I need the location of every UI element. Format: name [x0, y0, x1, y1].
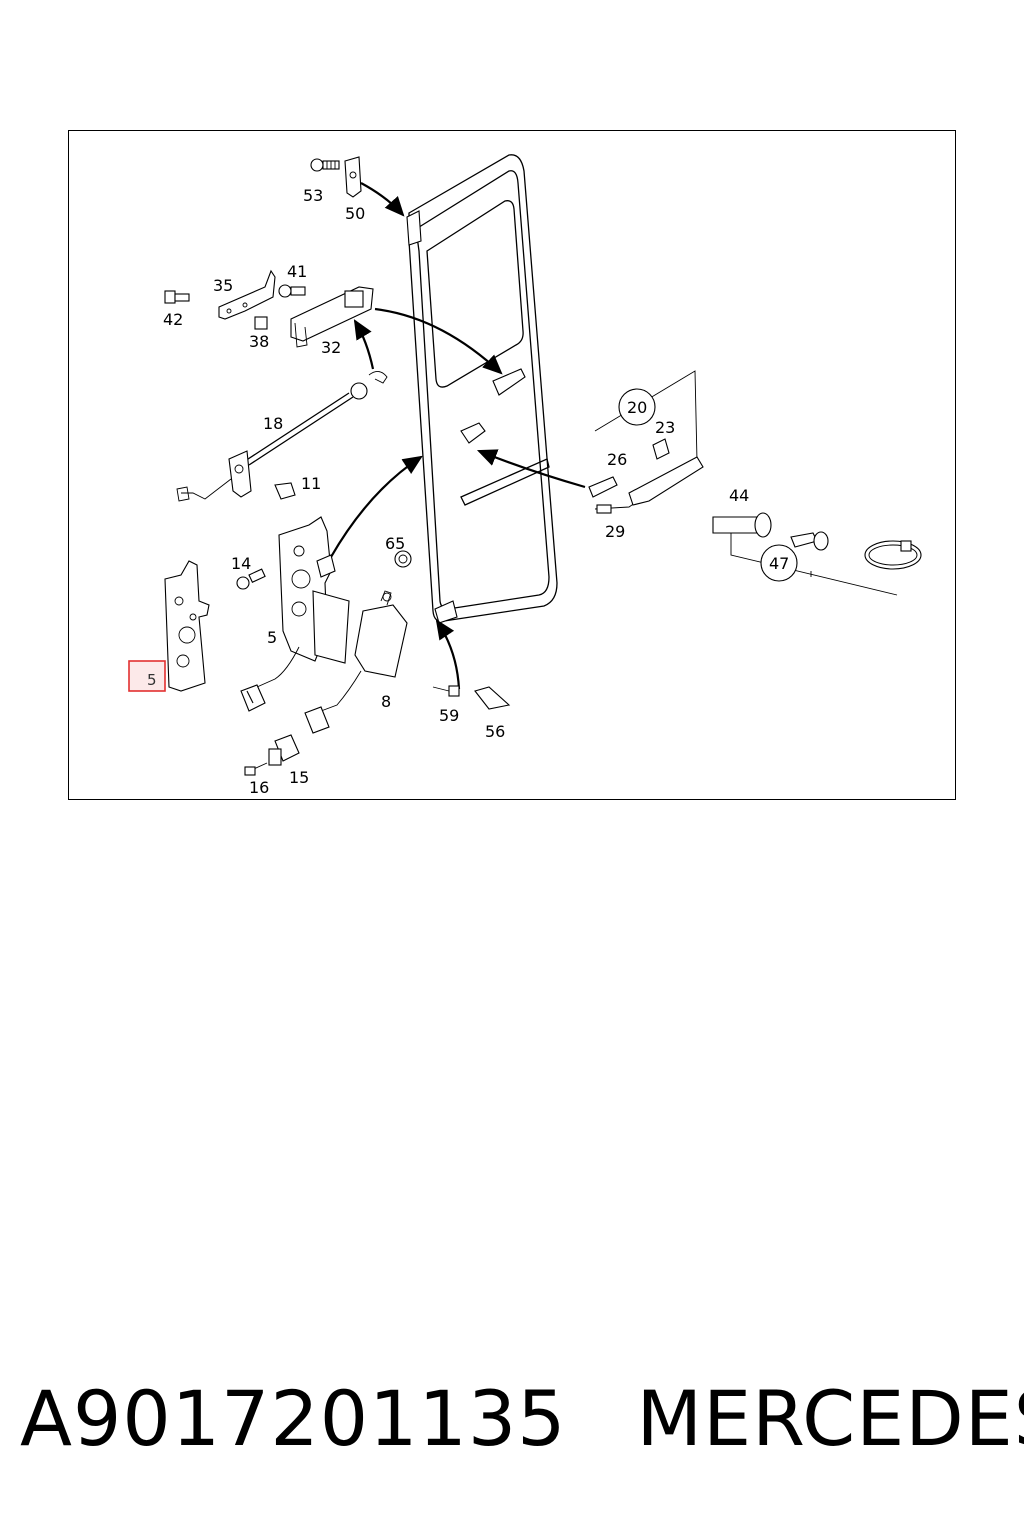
lock-cylinder-group [712, 512, 922, 596]
door-panel [406, 154, 558, 624]
highlighted-callout[interactable]: 5 [128, 660, 166, 692]
part-16-terminal [244, 762, 268, 776]
part-18-cable [176, 371, 388, 502]
callout-53: 53 [303, 186, 323, 205]
callout-circle-47 [760, 544, 798, 582]
part-14-screw [236, 568, 266, 590]
callout-11: 11 [301, 474, 321, 493]
outer-handle-group [588, 370, 704, 514]
part-38-clip [254, 316, 268, 330]
part-42-bolt [164, 290, 190, 304]
callout-29: 29 [605, 522, 625, 541]
callout-14: 14 [231, 554, 251, 573]
callout-41: 41 [287, 262, 307, 281]
part-59-pin [432, 685, 460, 697]
callout-44: 44 [729, 486, 749, 505]
assembly-arrows [330, 182, 586, 690]
part-32-inner-handle [290, 286, 374, 348]
part-35-lever [218, 269, 276, 320]
part-50-bracket [344, 156, 362, 198]
callout-18: 18 [263, 414, 283, 433]
part-53-bolt [310, 158, 340, 172]
callout-56: 56 [485, 722, 505, 741]
part-65-grommet [394, 550, 412, 568]
callout-16: 16 [249, 778, 269, 797]
callout-38: 38 [249, 332, 269, 351]
callout-50: 50 [345, 204, 365, 223]
highlight-label: 5 [147, 671, 157, 689]
callout-circle-20 [618, 388, 656, 426]
part-41-screw [278, 284, 306, 298]
callout-23: 23 [655, 418, 675, 437]
part-11-clip [274, 482, 296, 500]
callout-15: 15 [289, 768, 309, 787]
exploded-view-drawing: 53 50 41 35 42 38 32 18 11 14 5 65 8 59 … [128, 154, 922, 797]
part-8-actuator [304, 590, 408, 734]
callout-32: 32 [321, 338, 341, 357]
callout-8: 8 [381, 692, 391, 711]
brand-name: MERCEDES [636, 1373, 1024, 1463]
part-number: A9017201135 [20, 1373, 567, 1463]
callout-47: 47 [769, 554, 789, 573]
callout-59: 59 [439, 706, 459, 725]
callout-20: 20 [627, 398, 647, 417]
part-15-connector [268, 734, 300, 766]
part-5-lock-plate [164, 560, 210, 692]
callout-5-center: 5 [267, 628, 277, 647]
callout-42: 42 [163, 310, 183, 329]
callout-65: 65 [385, 534, 405, 553]
part-56-plate [474, 686, 511, 710]
part-5-lock-assembly [240, 516, 350, 712]
callout-35: 35 [213, 276, 233, 295]
callout-26: 26 [607, 450, 627, 469]
footer-caption: A9017201135 MERCEDES [20, 1368, 1024, 1468]
parts-diagram: 53 50 41 35 42 38 32 18 11 14 5 65 8 59 … [68, 130, 956, 800]
